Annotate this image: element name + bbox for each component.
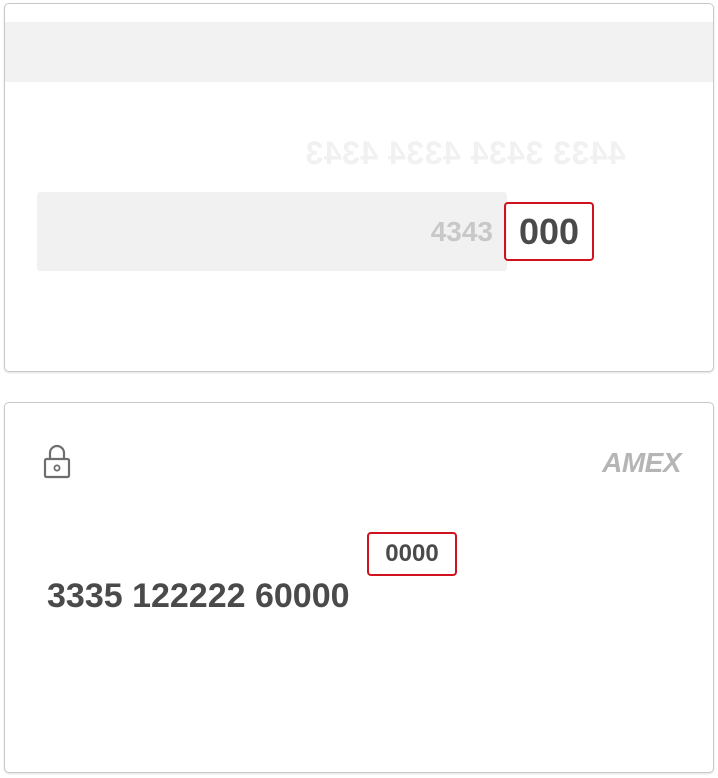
magnetic-stripe [5,22,713,82]
lock-icon [43,444,71,479]
card-brand-logo: AMEX [602,447,681,478]
cvc-highlight-back: 000 [504,202,594,261]
signature-digits: 4343 [430,216,493,247]
mirrored-card-number: 4433 3434 4334 4343 [305,135,626,171]
cvc-highlight-front: 0000 [367,532,457,576]
signature-strip: 4343 [37,192,507,271]
card-front-preview: AMEX 0000 3335 122222 60000 [4,402,714,773]
card-number: 3335 122222 60000 [47,577,350,615]
card-back-preview: 4433 3434 4334 4343 4343 000 [4,3,714,372]
